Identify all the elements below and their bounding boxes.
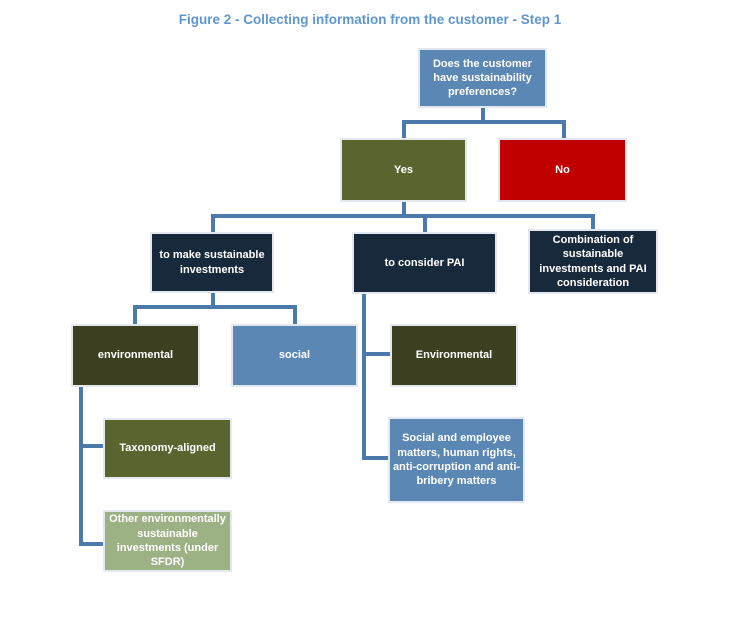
connector-to-no [562,120,566,138]
connector-to-consider-pai [423,214,427,232]
connector-to-environmental-pai [362,352,390,356]
connector-to-social [293,305,297,324]
connector-pai-vline [362,292,366,460]
connector-to-combination [591,214,595,230]
connector-to-make-si [211,214,215,232]
node-consider-pai: to consider PAI [352,232,497,294]
node-taxonomy-aligned: Taxonomy-aligned [103,418,232,479]
node-make-sustainable-investments: to make sustainable investments [150,232,274,293]
figure-title: Figure 2 - Collecting information from t… [178,12,562,27]
node-other-sustainable-investments: Other environmentally sustainable invest… [103,510,232,572]
connector-level2-hline [211,214,595,218]
connector-environmental-vline [79,385,83,546]
connector-yes-stub [402,200,406,217]
connector-envsocial-hline [133,305,297,309]
node-no: No [498,138,627,202]
node-social-employee-matters: Social and employee matters, human right… [388,417,525,503]
connector-to-yes [402,120,406,138]
connector-to-taxonomy [79,444,104,448]
node-social: social [231,324,358,387]
connector-to-other-sustainable [79,542,104,546]
node-yes: Yes [340,138,467,202]
connector-to-environmental [133,305,137,324]
connector-question-stub [481,106,485,124]
connector-to-social-matters [362,456,389,460]
node-environmental-pai: Environmental [390,324,518,387]
connector-make-si-stub [211,291,215,306]
node-combination-si-and-pai: Combination of sustainable investments a… [528,229,658,294]
connector-yesno-hline [402,120,566,124]
node-question-sustainability-preferences: Does the customer have sustainability pr… [418,48,547,108]
node-environmental: environmental [71,324,200,387]
